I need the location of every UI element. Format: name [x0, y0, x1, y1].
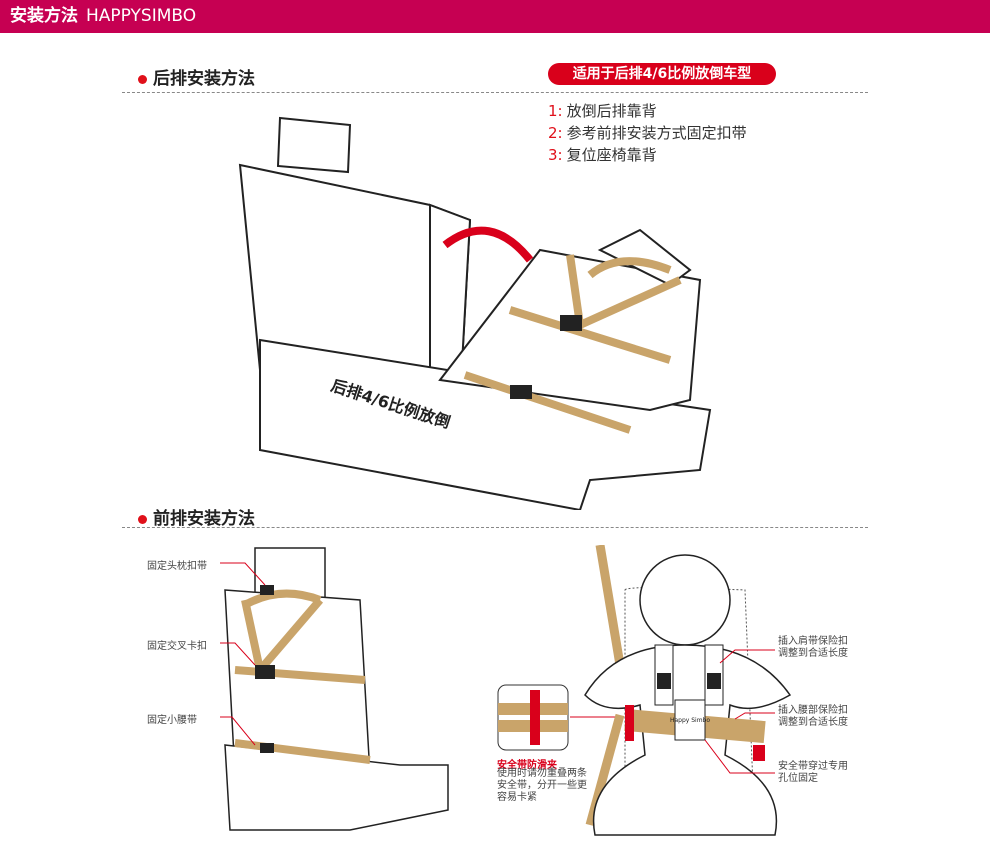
step-1: 1:放倒后排靠背 — [548, 102, 657, 120]
step-2: 2:参考前排安装方式固定扣带 — [548, 124, 747, 142]
brand-logo: Happy Simbo — [670, 717, 710, 724]
front-heading-text: 前排安装方法 — [153, 509, 255, 529]
front-seat-illustration — [220, 547, 449, 831]
rear-steps: 1:放倒后排靠背 2:参考前排安装方式固定扣带 3:复位座椅靠背 — [548, 100, 747, 166]
arrow-icon — [442, 226, 534, 263]
clip-desc: 使用时请勿重叠两条安全带，分开一些更容易卡紧 — [497, 768, 587, 803]
rear-badge: 适用于后排4/6比例放倒车型 — [548, 63, 776, 85]
divider — [122, 527, 868, 528]
rear-seat-illustration: 后排4/6比例放倒 — [238, 116, 712, 510]
buckle-icon — [510, 385, 532, 399]
header-bar: 安装方法 HAPPYSIMBO — [0, 0, 990, 33]
label-waist-belt: 固定小腰带 — [147, 715, 197, 726]
label-cross-buckle: 固定交叉卡扣 — [147, 641, 207, 652]
child-seat-illustration: Happy Simbo — [497, 545, 792, 836]
note-belt-path: 安全带穿过专用孔位固定 — [778, 761, 848, 784]
bullet-icon — [138, 514, 147, 524]
bullet-icon — [138, 74, 147, 84]
rear-heading-text: 后排安装方法 — [153, 69, 255, 89]
clip-title: 安全带防滑夹 — [497, 760, 557, 771]
step-3: 3:复位座椅靠背 — [548, 146, 657, 164]
rear-heading: 后排安装方法 — [138, 64, 255, 89]
note-shoulder: 插入肩带保险扣调整到合适长度 — [778, 636, 848, 659]
buckle-icon — [560, 315, 582, 331]
label-headrest: 固定头枕扣带 — [147, 561, 207, 572]
header-brand: HAPPYSIMBO — [86, 6, 197, 26]
header-title: 安装方法 — [10, 6, 78, 26]
note-waist: 插入腰部保险扣调整到合适长度 — [778, 705, 848, 728]
divider — [122, 92, 868, 93]
front-heading: 前排安装方法 — [138, 504, 255, 529]
